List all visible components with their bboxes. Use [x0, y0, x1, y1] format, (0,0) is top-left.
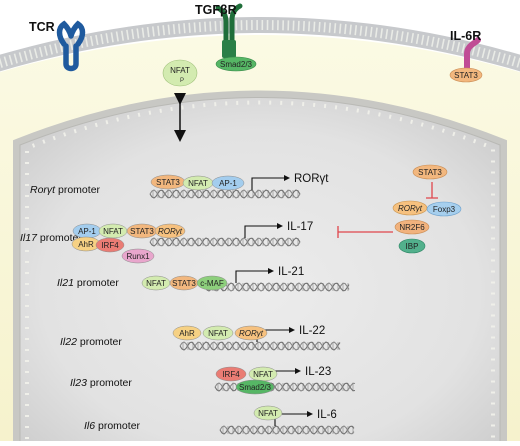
promoter-label: Rorγt promoter: [30, 184, 101, 196]
regulator-ror-label: RORγt: [398, 204, 423, 213]
dna-helix: [149, 237, 301, 247]
factor-nfat-label: NFAT: [258, 409, 278, 418]
il6r-label: IL-6R: [450, 29, 481, 43]
regulator-ibp-pill: [398, 238, 426, 254]
tgfbr-label: TGFβR: [195, 3, 237, 17]
factor-stat3-label: STAT3: [172, 279, 196, 288]
factor-stat3-label: STAT3: [156, 178, 180, 187]
factor-ap1-label: AP-1: [78, 227, 96, 236]
tcr-receptor: TCR: [29, 20, 86, 72]
promoter-label: Il17 promoter: [20, 232, 82, 244]
stat3-inhibition-line: [426, 182, 438, 199]
factor-nfat-pill: [202, 325, 234, 341]
factor-irf4-label: IRF4: [101, 241, 119, 250]
promoter-label: Il21 promoter: [57, 277, 119, 289]
factor-rort-pill: [234, 325, 268, 341]
smad-pill-membrane: [215, 56, 257, 72]
il6r-receptor-icon: [464, 37, 481, 73]
factor-smad23-label: Smad2/3: [239, 383, 272, 392]
transcription-arrow: [251, 177, 284, 190]
transcription-arrow-head: [277, 223, 283, 229]
regulator-foxp3-label: Foxp3: [433, 205, 456, 214]
factor-ap1-pill: [211, 175, 245, 191]
transcription-arrow-head: [295, 368, 301, 374]
nfat-pill-cytoplasm: [162, 59, 198, 87]
tgfbr-receptor: TGFβR Smad2/3: [195, 3, 257, 72]
factor-stat3-label: STAT3: [130, 227, 154, 236]
factor-irf4-label: IRF4: [222, 370, 240, 379]
phosphate-label: P: [180, 78, 184, 84]
nfat-cytoplasm: NFAT P: [162, 59, 198, 87]
regulator-stat3-label: STAT3: [418, 168, 442, 177]
factor-rort-label: RORγt: [158, 227, 183, 236]
tgfbr-receptor-icon: [215, 3, 243, 58]
factor-cmaf-label: c-MAF: [200, 279, 224, 288]
regulator-foxp3-pill: [426, 201, 462, 217]
regulator-nr2f6-pill: [394, 219, 430, 235]
factor-rort-label: RORγt: [239, 329, 264, 338]
factor-ahr-label: AhR: [78, 240, 94, 249]
il6r-receptor: IL-6R STAT3: [449, 29, 483, 83]
regulator-nr2f6-label: NR2F6: [399, 223, 425, 232]
dna-helix: [219, 425, 355, 435]
regulators: STAT3 RORγt Foxp3 NR2F6 IBP: [337, 164, 462, 254]
factor-ap1-label: AP-1: [219, 179, 237, 188]
promoter-label: Il6 promoter: [84, 420, 141, 432]
regulator-stat3-pill: [412, 164, 448, 180]
il17-inhibition-line: [337, 226, 393, 238]
factor-cmaf-pill: [196, 275, 228, 291]
transcription-arrow: [244, 225, 277, 238]
transcription-arrow: [235, 270, 268, 283]
transcription-arrow-head: [307, 411, 313, 417]
output-label: IL-17: [287, 221, 313, 233]
nucleus: [13, 90, 507, 446]
transcription-arrow-head: [289, 327, 295, 333]
promoter-label: Il23 promoter: [70, 377, 132, 389]
stat3-pill-membrane: [449, 67, 483, 83]
promoter-label: Il22 promoter: [60, 336, 122, 348]
output-label: RORγt: [294, 173, 329, 185]
factor-smad23-pill: [235, 379, 275, 395]
factor-nfat-label: NFAT: [208, 329, 228, 338]
factor-nfat-label: NFAT: [253, 370, 273, 379]
factor-rort-pill: [154, 223, 186, 239]
factor-ahr-pill: [172, 325, 202, 341]
output-label: IL-6: [317, 409, 337, 421]
factor-irf4-pill: [215, 366, 247, 382]
output-label: IL-22: [299, 325, 325, 337]
dna-helix: [179, 341, 341, 351]
output-label: IL-23: [305, 366, 331, 378]
transcription-arrow-head: [284, 175, 290, 181]
factor-runx1-label: Runx1: [126, 252, 150, 261]
nfat-label-cytoplasm: NFAT: [170, 66, 190, 75]
factor-nfat-label: NFAT: [146, 279, 166, 288]
transcription-arrow-head: [268, 268, 274, 274]
stat3-label-membrane: STAT3: [454, 71, 478, 80]
dna-helix: [149, 189, 301, 199]
output-label: IL-21: [278, 266, 304, 278]
smad-label-membrane: Smad2/3: [220, 60, 253, 69]
factor-nfat-label: NFAT: [103, 227, 123, 236]
factor-runx1-pill: [121, 248, 155, 264]
factor-irf4-pill: [95, 237, 125, 253]
regulator-ibp-label: IBP: [406, 242, 419, 251]
factor-ahr-label: AhR: [179, 329, 195, 338]
factor-nfat-label: NFAT: [188, 179, 208, 188]
factor-nfat-pill: [253, 405, 283, 421]
tcr-label: TCR: [29, 20, 55, 34]
tcr-receptor-icon: [56, 20, 86, 72]
